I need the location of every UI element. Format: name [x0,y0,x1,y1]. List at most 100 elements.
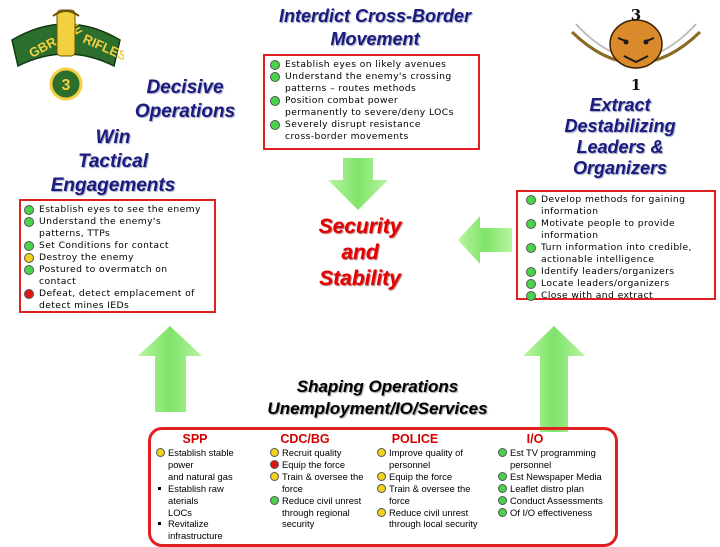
police-item-text: through local security [389,518,478,530]
police-item-text: Improve quality of [389,447,463,458]
status-green-icon [498,471,507,481]
spp-item-text: and natural gas [168,470,233,482]
spp-item: aterials [156,495,234,507]
cdc-item: Equip the force [270,459,363,471]
status-green-icon [24,217,34,227]
top-task-item: Severely disrupt resistance [270,119,478,131]
right-task-item-text: actionable intelligence [541,254,655,265]
cdc-item: security [270,518,363,530]
cdc-item-text: through regional [282,506,350,518]
status-yellow-icon [377,471,386,481]
spp-item-text: Revitalize [168,518,209,530]
police-item: through local security [377,518,478,530]
police-item-text: personnel [389,458,431,470]
extract-leaders-label: Extract Destabilizing Leaders & Organize… [535,95,705,179]
center-line1: Security [318,215,402,238]
police-item: force [377,495,478,507]
cdc-item-text: Reduce civil unrest [282,494,362,506]
io-item: Leaflet distro plan [498,483,603,495]
right-task-item-text: Turn information into credible, [541,242,692,253]
right-task-item: Motivate people to provide [526,218,714,230]
arrow-up-right [523,326,585,432]
insignia-number-bottom: 1 [631,76,641,94]
insignia-number: 3 [62,77,71,94]
status-green-icon [498,507,507,517]
status-green-icon [498,483,507,493]
spp-item: Establish stable [156,447,234,459]
status-yellow-icon [270,448,279,457]
left-task-item-text: Establish eyes to see the enemy [39,204,201,215]
win-line2: Tactical [77,151,149,172]
extract-line4: Organizers [572,158,668,178]
win-tactical-label: Win Tactical Engagements [28,126,198,198]
left-task-item-text: patterns, TTPs [39,228,111,239]
top-task-item: permanently to severe/deny LOCs [270,107,478,119]
spp-item: Revitalize [156,518,234,530]
status-green-icon [270,60,280,70]
cdc-item: force [270,483,363,495]
cdc-item-text: security [282,518,315,530]
status-red-icon [270,459,279,469]
left-task-item-text: Destroy the enemy [39,252,134,263]
spp-item-text: Establish raw [168,482,224,494]
bullet-icon [158,486,161,490]
police-item-text: Equip the force [389,470,453,482]
spp-item: Establish raw [156,483,234,495]
status-yellow-icon [270,471,279,481]
right-task-item-text: Close with and extract [541,290,653,301]
status-green-icon [270,120,280,130]
win-line1: Win [95,127,131,148]
top-task-item: patterns – routes methods [270,83,478,95]
bullet-icon [158,522,161,526]
center-line3: Stability [319,267,401,290]
status-green-icon [270,96,280,106]
right-task-item-text: information [541,206,599,217]
left-task-item-text: Defeat, detect emplacement of [39,288,195,299]
security-stability-label: Security and Stability [290,214,430,292]
left-task-item: patterns, TTPs [24,228,214,240]
center-line2: and [341,241,379,264]
status-green-icon [526,291,536,301]
cdc-header: CDC/BG [280,432,330,446]
status-yellow-icon [24,253,34,263]
right-task-item: Develop methods for gaining [526,194,714,206]
status-yellow-icon [377,507,386,517]
top-task-item-text: Understand the enemy's crossing [285,71,452,82]
status-green-icon [498,495,507,505]
decisive-line1: Decisive [146,77,224,98]
status-green-icon [526,243,536,253]
right-task-item: Close with and extract [526,290,714,302]
police-header: POLICE [391,432,439,446]
cdc-item-text: force [282,482,303,494]
spp-item-text: power [168,458,194,470]
police-item-text: Train & oversee the [389,482,471,494]
status-green-icon [270,495,279,505]
extract-line2: Destabilizing [564,116,676,136]
spp-item-text: LOCs [168,506,192,518]
left-task-item-text: contact [39,276,77,287]
left-task-item: detect mines IEDs [24,300,214,312]
decisive-operations-label: Decisive Operations [110,76,260,124]
cdc-item-text: Train & oversee the [282,470,364,482]
insignia-number-top: 3 [631,6,641,24]
right-task-item: information [526,206,714,218]
io-item-text: Est Newspaper Media [510,470,602,482]
top-task-item: Understand the enemy's crossing [270,71,478,83]
io-item: personnel [498,459,603,471]
right-task-item: information [526,230,714,242]
right-task-item: actionable intelligence [526,254,714,266]
spp-item-text: infrastructure [168,530,223,542]
top-task-item-text: Severely disrupt resistance [285,119,421,130]
spp-header: SPP [182,432,208,446]
status-green-icon [498,448,507,457]
right-task-item: Identify leaders/organizers [526,266,714,278]
left-task-item: Understand the enemy's [24,216,214,228]
